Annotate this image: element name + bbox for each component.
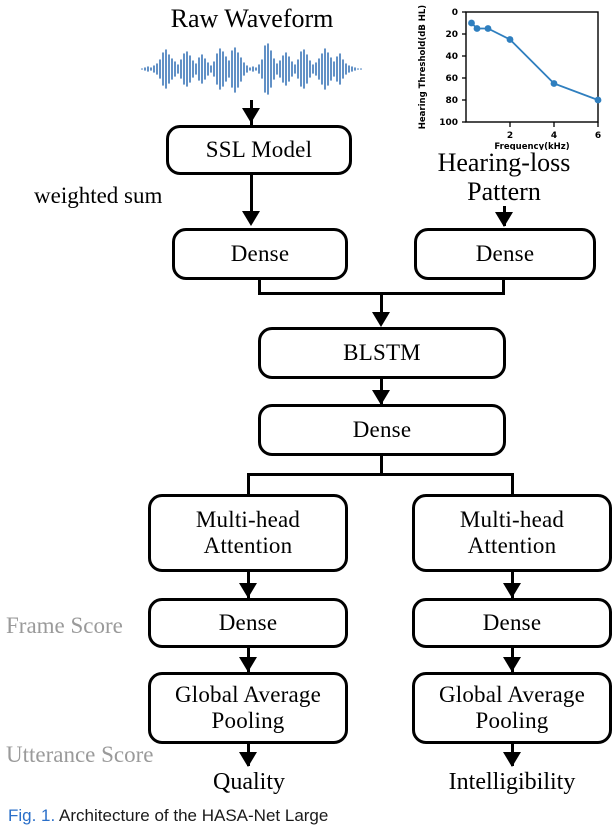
arrowhead-merge-to-blstm xyxy=(372,312,390,327)
connector-split-bus xyxy=(247,473,514,476)
frame-score-label: Frame Score xyxy=(6,613,123,638)
node-multihead-attention-left[interactable]: Multi-head Attention xyxy=(148,494,348,572)
node-multihead-attention-right[interactable]: Multi-head Attention xyxy=(412,494,612,572)
arrowhead-gap-left-to-quality xyxy=(239,752,257,767)
utterance-score-label: Utterance Score xyxy=(6,742,154,767)
chart-xtick-6: 6 xyxy=(595,131,601,141)
hearing-loss-label-line2: Pattern xyxy=(467,177,541,207)
chart-ytick-60: 60 xyxy=(445,74,458,84)
figure-caption-number: Fig. 1. xyxy=(8,806,56,825)
hearing-loss-pattern-label: Hearing-loss Pattern xyxy=(399,148,609,206)
chart-ytick-40: 40 xyxy=(445,52,458,62)
connector-merge-to-blstm xyxy=(380,292,383,320)
arrowhead-dense-right-to-gap xyxy=(503,657,521,672)
figure-caption-text: Architecture of the HASA-Net Large xyxy=(59,806,329,825)
chart-ylabel: Hearing Threshold(dB HL) xyxy=(418,5,428,130)
chart-xtick-2: 2 xyxy=(507,131,513,141)
connector-split-left xyxy=(247,473,250,496)
node-global-average-pooling-left-label: Global Average Pooling xyxy=(174,682,322,733)
node-blstm[interactable]: BLSTM xyxy=(258,327,506,379)
connector-dense-left-down xyxy=(258,280,261,295)
arrowhead-mha-left-to-dense xyxy=(239,583,257,598)
output-quality-label: Quality xyxy=(213,769,285,795)
arrowhead-gap-right-to-intelligibility xyxy=(503,752,521,767)
figure-caption: Fig. 1. Architecture of the HASA-Net Lar… xyxy=(8,806,328,826)
node-dense-right-top-label: Dense xyxy=(475,241,535,267)
node-dense-shared[interactable]: Dense xyxy=(258,404,506,456)
chart-series-markers xyxy=(468,19,602,104)
node-dense-left-bottom-label: Dense xyxy=(218,610,278,636)
connector-dense-right-down xyxy=(502,280,505,295)
node-multihead-attention-left-label: Multi-head Attention xyxy=(195,507,301,558)
arrowhead-mha-right-to-dense xyxy=(503,583,521,598)
chart-ytick-100: 100 xyxy=(439,118,458,128)
arrowhead-hearingloss-to-dense-right xyxy=(495,212,513,227)
connector-ssl-to-dense-left xyxy=(250,175,253,217)
node-ssl-model[interactable]: SSL Model xyxy=(166,125,352,175)
node-multihead-attention-right-label: Multi-head Attention xyxy=(459,507,565,558)
connector-dense-shared-down xyxy=(380,456,383,476)
arrowhead-waveform-to-ssl xyxy=(242,108,260,123)
connector-split-right xyxy=(511,473,514,496)
arrowhead-dense-left-to-gap xyxy=(239,657,257,672)
node-dense-left-bottom[interactable]: Dense xyxy=(148,598,348,648)
chart-ytick-0: 0 xyxy=(452,8,458,18)
audio-waveform-icon xyxy=(141,43,362,95)
arrowhead-ssl-to-dense-left xyxy=(242,211,260,226)
chart-ytick-80: 80 xyxy=(445,96,458,106)
chart-ytick-20: 20 xyxy=(445,30,458,40)
chart-xtick-4: 4 xyxy=(551,131,557,141)
arrowhead-blstm-to-dense xyxy=(372,390,390,405)
node-dense-left-top-label: Dense xyxy=(230,241,290,267)
node-ssl-model-label: SSL Model xyxy=(205,137,313,163)
node-dense-shared-label: Dense xyxy=(352,417,412,443)
output-intelligibility-label: Intelligibility xyxy=(448,769,576,795)
node-dense-right-bottom-label: Dense xyxy=(482,610,542,636)
node-global-average-pooling-right-label: Global Average Pooling xyxy=(438,682,586,733)
node-global-average-pooling-right[interactable]: Global Average Pooling xyxy=(412,672,612,744)
raw-waveform-title: Raw Waveform xyxy=(170,4,334,33)
hearing-loss-label-line1: Hearing-loss xyxy=(437,148,571,177)
node-dense-right-bottom[interactable]: Dense xyxy=(412,598,612,648)
node-dense-right-top[interactable]: Dense xyxy=(414,228,596,280)
weighted-sum-label: weighted sum xyxy=(34,183,163,208)
chart-xlabel: Frequency(kHz) xyxy=(494,142,569,150)
node-blstm-label: BLSTM xyxy=(343,340,421,366)
node-global-average-pooling-left[interactable]: Global Average Pooling xyxy=(148,672,348,744)
hearing-loss-pattern-chart: 0 20 40 60 80 100 2 4 6 Frequency(kHz) H… xyxy=(418,5,602,150)
node-dense-left-top[interactable]: Dense xyxy=(172,228,348,280)
